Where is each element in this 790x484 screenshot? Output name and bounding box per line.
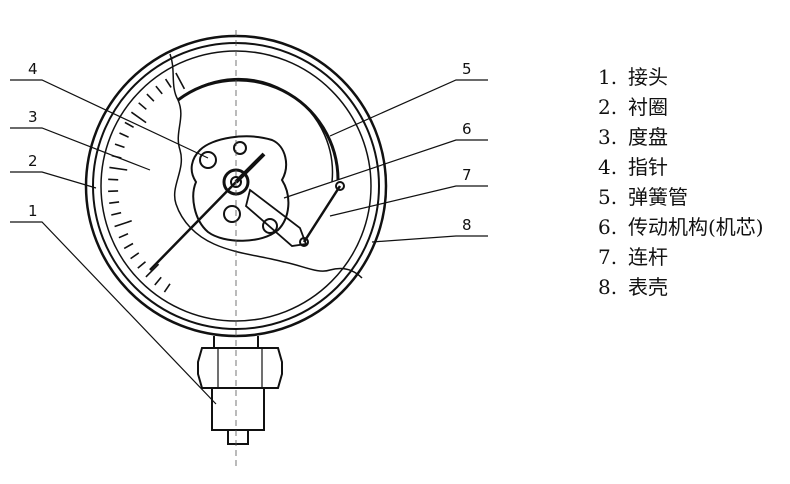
scale-tick bbox=[175, 72, 186, 90]
dial-cutaway-edge bbox=[169, 53, 363, 279]
connecting-link bbox=[302, 185, 342, 243]
legend-item: 3. 度盘 bbox=[598, 122, 764, 152]
scale-tick bbox=[146, 93, 155, 102]
scale-tick bbox=[123, 242, 134, 250]
scale-tick bbox=[138, 102, 147, 110]
socket-thread bbox=[211, 387, 265, 431]
movement-screw-4 bbox=[262, 218, 278, 234]
pointer-tail bbox=[234, 152, 266, 184]
legend-item: 5. 弹簧管 bbox=[598, 182, 764, 212]
scale-tick bbox=[145, 263, 160, 278]
leader-line-1 bbox=[10, 221, 217, 405]
scale-tick bbox=[108, 178, 119, 181]
scale-tick bbox=[114, 220, 132, 228]
leader-line-7 bbox=[329, 185, 488, 217]
legend-text: 度盘 bbox=[628, 125, 668, 149]
scale-tick bbox=[164, 78, 172, 88]
legend-item: 4. 指针 bbox=[598, 152, 764, 182]
legend-number: 7. bbox=[598, 245, 618, 269]
scale-tick bbox=[137, 261, 147, 269]
leader-line-8 bbox=[371, 235, 488, 243]
callout-3: 3 bbox=[28, 108, 38, 126]
legend-text: 接头 bbox=[628, 65, 668, 89]
dial-scale bbox=[108, 72, 186, 293]
movement-screw-1 bbox=[199, 151, 217, 169]
pointer-needle bbox=[149, 181, 237, 271]
scale-tick bbox=[109, 166, 128, 171]
bourdon-tube-inner bbox=[183, 77, 334, 183]
legend-item: 6. 传动机构(机芯) bbox=[598, 212, 764, 242]
leader-line-3 bbox=[10, 127, 151, 171]
leader-line-6 bbox=[283, 139, 488, 199]
movement-screw-2 bbox=[233, 141, 247, 155]
legend-text: 传动机构(机芯) bbox=[628, 215, 764, 239]
legend-item: 2. 衬圈 bbox=[598, 92, 764, 122]
legend-number: 5. bbox=[598, 185, 618, 209]
legend-number: 6. bbox=[598, 215, 618, 239]
socket-tip bbox=[227, 429, 249, 445]
scale-tick bbox=[111, 211, 122, 216]
callout-4: 4 bbox=[28, 60, 38, 78]
scale-tick bbox=[130, 111, 147, 124]
legend-text: 弹簧管 bbox=[628, 185, 688, 209]
callout-7: 7 bbox=[462, 166, 472, 184]
sector-gear bbox=[244, 188, 308, 247]
parts-legend: 1. 接头 2. 衬圈 3. 度盘 4. 指针 5. 弹簧管 6. 传动机构(机芯) 7. 连… bbox=[598, 62, 764, 302]
scale-tick bbox=[154, 276, 162, 286]
bourdon-tube bbox=[177, 78, 340, 181]
socket-hex-nut bbox=[197, 347, 283, 389]
leader-line-4 bbox=[10, 79, 209, 159]
legend-item: 1. 接头 bbox=[598, 62, 764, 92]
leader-line-5 bbox=[329, 79, 488, 137]
legend-text: 连杆 bbox=[628, 245, 668, 269]
scale-tick bbox=[124, 121, 134, 128]
link-pivot bbox=[335, 181, 345, 191]
legend-number: 1. bbox=[598, 65, 618, 89]
scale-tick bbox=[109, 201, 120, 204]
legend-text: 表壳 bbox=[628, 275, 668, 299]
scale-tick bbox=[163, 283, 171, 293]
callout-2: 2 bbox=[28, 152, 38, 170]
sector-pivot bbox=[299, 237, 309, 247]
scale-tick bbox=[114, 143, 125, 149]
legend-text: 衬圈 bbox=[628, 95, 668, 119]
scale-tick bbox=[155, 85, 163, 95]
legend-item: 8. 表壳 bbox=[598, 272, 764, 302]
legend-number: 4. bbox=[598, 155, 618, 179]
leader-line-2 bbox=[10, 171, 97, 189]
legend-number: 8. bbox=[598, 275, 618, 299]
movement-plate bbox=[190, 135, 290, 242]
callout-6: 6 bbox=[462, 120, 472, 138]
scale-tick bbox=[119, 132, 129, 138]
callout-5: 5 bbox=[462, 60, 472, 78]
legend-item: 7. 连杆 bbox=[598, 242, 764, 272]
legend-text: 指针 bbox=[628, 155, 668, 179]
legend-number: 3. bbox=[598, 125, 618, 149]
movement-screw-3 bbox=[223, 205, 241, 223]
callout-8: 8 bbox=[462, 216, 472, 234]
legend-number: 2. bbox=[598, 95, 618, 119]
pinion-inner bbox=[230, 176, 242, 188]
callout-1: 1 bbox=[28, 202, 38, 220]
scale-tick bbox=[130, 252, 140, 260]
scale-tick bbox=[118, 232, 129, 239]
